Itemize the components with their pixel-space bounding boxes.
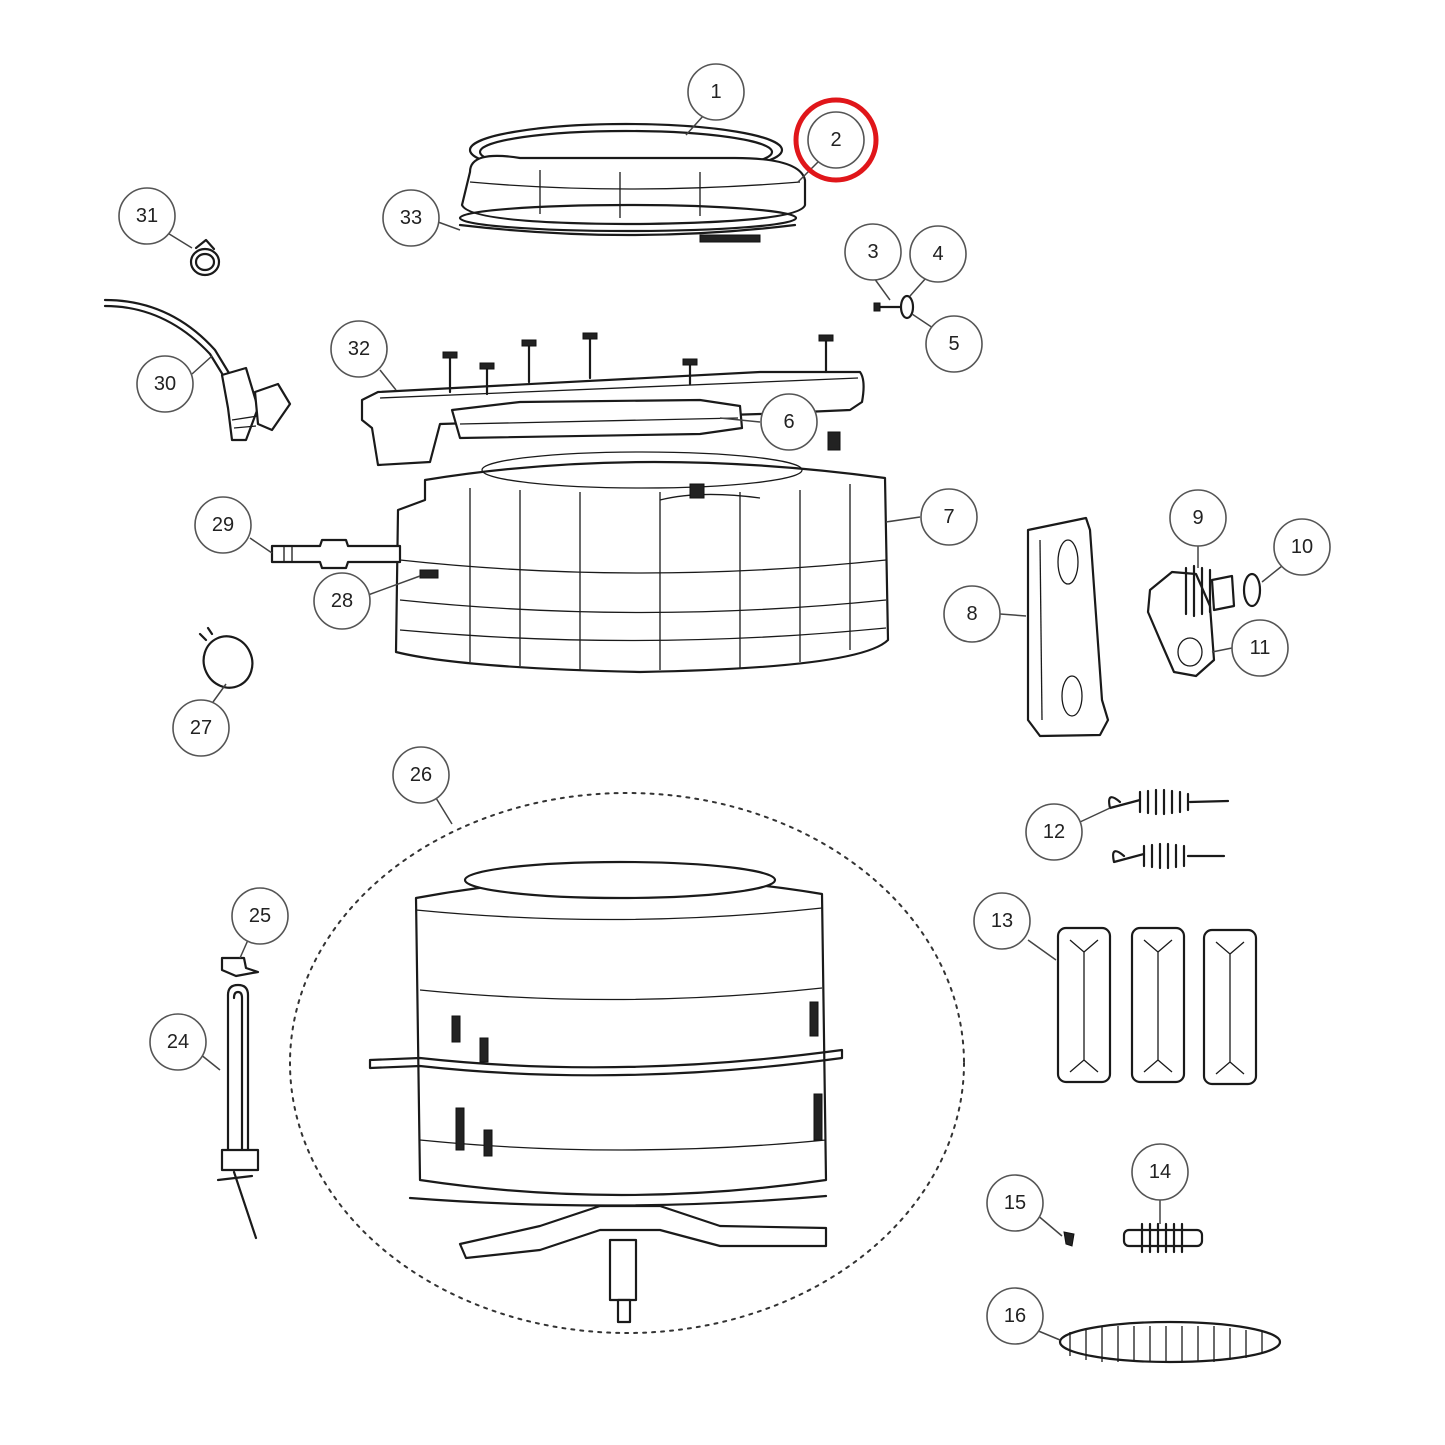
drain-fitting bbox=[270, 538, 439, 579]
callout-31-label: 31 bbox=[136, 205, 158, 227]
callout-8: 8 bbox=[943, 585, 1001, 643]
callout-27: 27 bbox=[172, 699, 230, 757]
callout-5-label: 5 bbox=[948, 333, 959, 355]
bellows-assembly bbox=[1146, 564, 1262, 678]
callout-6-label: 6 bbox=[783, 411, 794, 433]
springs bbox=[1108, 788, 1230, 870]
callout-30: 30 bbox=[136, 355, 194, 413]
callout-8-label: 8 bbox=[966, 603, 977, 625]
callout-3: 3 bbox=[844, 223, 902, 281]
callout-26: 26 bbox=[392, 746, 450, 804]
callout-9-label: 9 bbox=[1192, 507, 1203, 529]
callout-14: 14 bbox=[1131, 1143, 1189, 1201]
callout-6: 6 bbox=[760, 393, 818, 451]
screw-washer bbox=[873, 294, 915, 320]
frame-bolts bbox=[442, 332, 834, 396]
heater-element bbox=[216, 983, 260, 1240]
callout-4: 4 bbox=[909, 225, 967, 283]
highlight-ring bbox=[793, 97, 879, 183]
callout-1-label: 1 bbox=[710, 81, 721, 103]
callout-15-label: 15 bbox=[1004, 1192, 1026, 1214]
callout-10-label: 10 bbox=[1291, 536, 1313, 558]
tub-cover-assembly bbox=[458, 122, 807, 243]
hose-clamp-ring bbox=[198, 626, 254, 689]
callout-1: 1 bbox=[687, 63, 745, 121]
callout-9: 9 bbox=[1169, 489, 1227, 547]
callout-12-label: 12 bbox=[1043, 821, 1065, 843]
callout-25: 25 bbox=[231, 887, 289, 945]
hose-clamp-small bbox=[189, 238, 221, 277]
callout-26-label: 26 bbox=[410, 764, 432, 786]
callout-2: 2 bbox=[807, 111, 865, 169]
callout-32: 32 bbox=[330, 320, 388, 378]
callout-32-label: 32 bbox=[348, 338, 370, 360]
callout-12: 12 bbox=[1025, 803, 1083, 861]
outer-tub bbox=[394, 431, 890, 674]
callout-30-label: 30 bbox=[154, 373, 176, 395]
callout-14-label: 14 bbox=[1149, 1161, 1171, 1183]
callout-16-label: 16 bbox=[1004, 1305, 1026, 1327]
callout-2-label: 2 bbox=[830, 129, 841, 151]
callout-16: 16 bbox=[986, 1287, 1044, 1345]
gear-ring bbox=[1058, 1320, 1282, 1364]
callout-29-label: 29 bbox=[212, 514, 234, 536]
small-spring bbox=[1122, 1222, 1204, 1254]
callout-28: 28 bbox=[313, 572, 371, 630]
callout-15: 15 bbox=[986, 1174, 1044, 1232]
callout-5: 5 bbox=[925, 315, 983, 373]
damper-bracket bbox=[1026, 516, 1110, 738]
callout-29: 29 bbox=[194, 496, 252, 554]
callout-7-label: 7 bbox=[943, 506, 954, 528]
callout-24: 24 bbox=[149, 1013, 207, 1071]
callout-33: 33 bbox=[382, 189, 440, 247]
callout-28-label: 28 bbox=[331, 590, 353, 612]
callout-25-label: 25 bbox=[249, 905, 271, 927]
small-clip bbox=[1063, 1231, 1075, 1247]
callout-13-label: 13 bbox=[991, 910, 1013, 932]
inner-drum bbox=[289, 792, 965, 1334]
heater-clip bbox=[220, 956, 260, 978]
callout-3-label: 3 bbox=[867, 241, 878, 263]
leader-lines bbox=[165, 114, 1283, 1341]
callout-13: 13 bbox=[973, 892, 1031, 950]
callout-11: 11 bbox=[1231, 619, 1289, 677]
callout-27-label: 27 bbox=[190, 717, 212, 739]
callout-33-label: 33 bbox=[400, 207, 422, 229]
pressure-hose bbox=[103, 298, 292, 442]
callout-4-label: 4 bbox=[932, 243, 943, 265]
callout-7: 7 bbox=[920, 488, 978, 546]
callout-24-label: 24 bbox=[167, 1031, 189, 1053]
callout-31: 31 bbox=[118, 187, 176, 245]
callout-10: 10 bbox=[1273, 518, 1331, 576]
lifters bbox=[1056, 926, 1258, 1086]
callout-11-label: 11 bbox=[1250, 637, 1271, 659]
upper-tub-frame bbox=[360, 332, 865, 467]
